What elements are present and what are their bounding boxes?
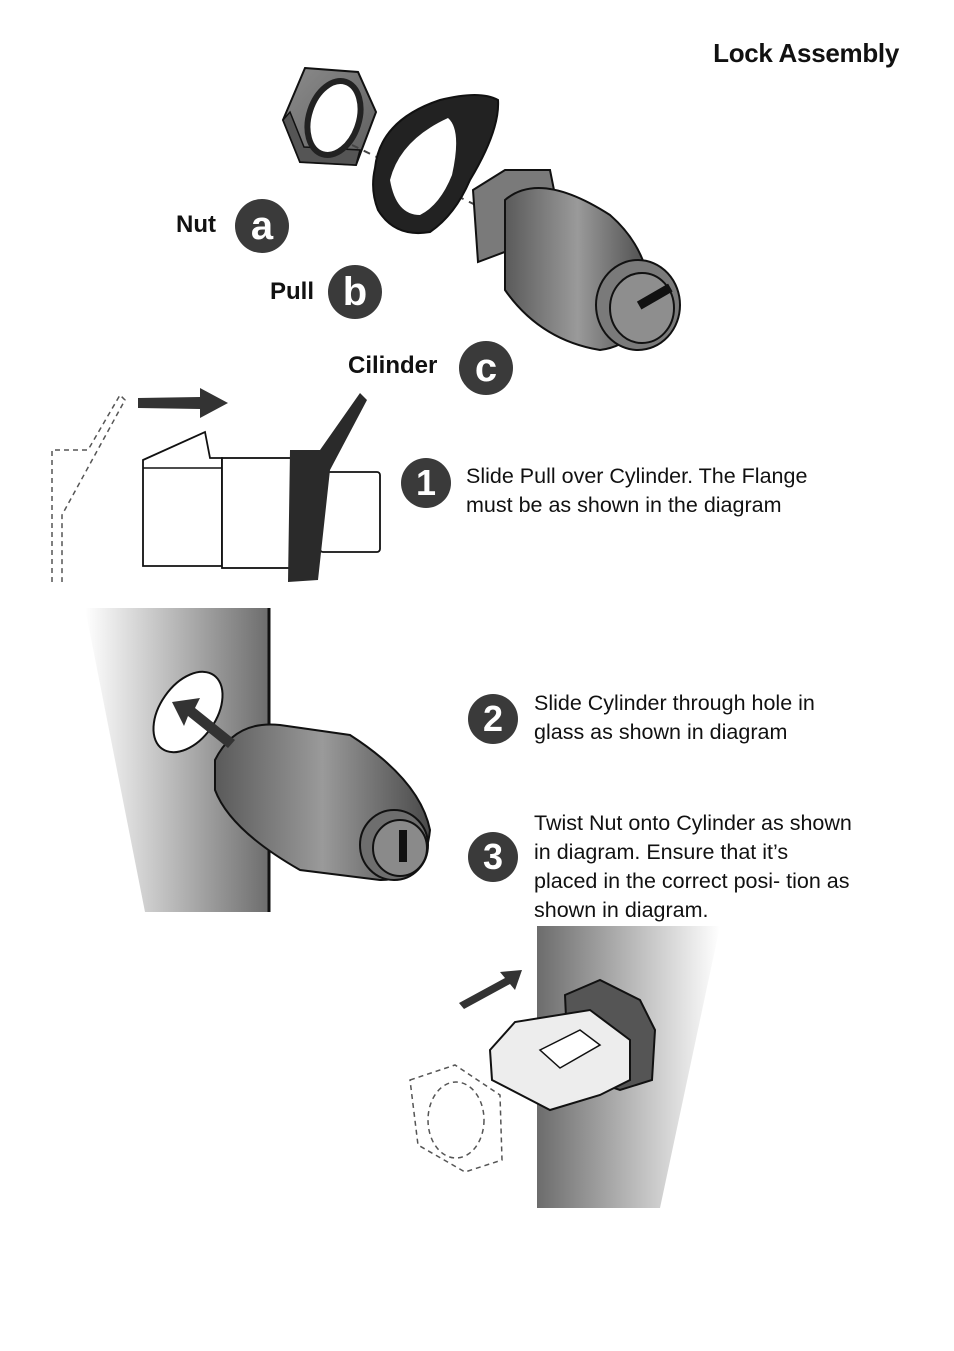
step-number-1: 1 (401, 458, 451, 508)
step-text-2: Slide Cylinder through hole in glass as … (534, 691, 815, 744)
arrow-icon (138, 388, 228, 418)
step-number-3: 3 (468, 832, 518, 882)
pull-part-drawing (372, 94, 500, 234)
cylinder-part-drawing (471, 169, 681, 352)
step2-illustration (85, 608, 432, 912)
part-label-pull: Pull (270, 278, 315, 305)
arrow-icon (459, 970, 522, 1009)
part-badge-a: a (235, 199, 289, 253)
step1-illustration (51, 388, 381, 582)
step-text-3: Twist Nut onto Cylinder as shown in diag… (534, 811, 852, 922)
step3-illustration (409, 926, 720, 1208)
part-label-cilinder: Cilinder (348, 352, 438, 379)
page-title: Lock Assembly (713, 38, 899, 68)
part-label-nut: Nut (176, 211, 216, 238)
step-text-1: Slide Pull over Cylinder. The Flange mus… (466, 464, 808, 517)
part-badge-c: c (459, 341, 513, 395)
step-number-2: 2 (468, 694, 518, 744)
part-badge-b: b (328, 265, 382, 319)
nut-part-drawing (281, 66, 378, 167)
arrow-icon (172, 698, 235, 748)
